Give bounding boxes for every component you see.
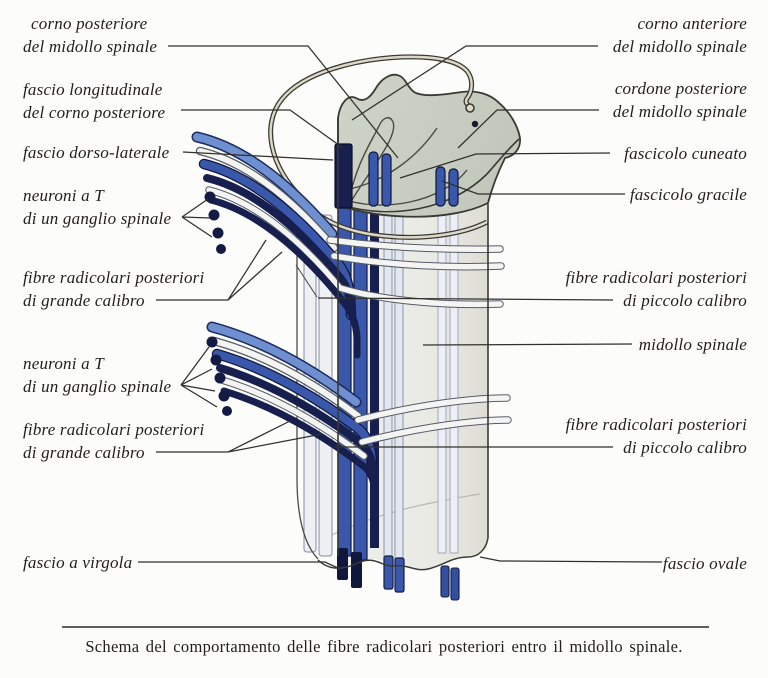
label-neuroni-a-t-2: neuroni a T di un ganglio spinale xyxy=(23,354,172,396)
label-fibre-grande-calibro-1: fibre radicolari posteriori di grande ca… xyxy=(23,268,205,310)
label-corno-posteriore: corno posteriore del midollo spinale xyxy=(23,14,158,56)
label-corno-anteriore: corno anteriore del midollo spinale xyxy=(612,14,747,56)
leader-grande-2 xyxy=(156,420,323,453)
label-neuroni-a-t-1: neuroni a T di un ganglio spinale xyxy=(23,186,172,228)
leader-midollo-spinale xyxy=(422,343,633,346)
label-fascio-dorso-laterale: fascio dorso-laterale xyxy=(23,143,170,162)
leader-fascicolo-cuneato xyxy=(399,152,611,179)
leader-corno-posteriore xyxy=(168,45,399,159)
cord-outline xyxy=(317,118,489,571)
label-fascio-ovale: fascio ovale xyxy=(662,554,747,573)
figure-caption: Schema del comportamento delle fibre rad… xyxy=(85,637,683,656)
leader-neuroni-1 xyxy=(181,198,213,238)
label-fascicolo-gracile: fascicolo gracile xyxy=(629,185,747,204)
label-fascio-longitudinale: fascio longitudinale del corno posterior… xyxy=(23,80,166,122)
label-cordone-posteriore: cordone posteriore del midollo spinale xyxy=(612,79,747,121)
label-fibre-piccolo-calibro-1: fibre radicolari posteriori di piccolo c… xyxy=(565,268,747,310)
fascio-a-virgola-stub xyxy=(337,548,348,580)
label-fibre-grande-calibro-2: fibre radicolari posteriori di grande ca… xyxy=(23,420,205,462)
leader-corno-anteriore xyxy=(351,45,598,121)
leader-lines xyxy=(138,45,663,570)
fiber-bundle-lower xyxy=(206,321,512,496)
label-fascio-a-virgola: fascio a virgola xyxy=(23,553,133,572)
dorsolateral-sulcus-line xyxy=(295,200,319,560)
leader-neuroni-2 xyxy=(180,346,218,408)
small-caliber-fibers-upper xyxy=(327,237,503,252)
leader-fascio-longitudinale xyxy=(181,109,344,149)
leader-fascicolo-gracile xyxy=(441,180,625,195)
label-fibre-piccolo-calibro-2: fibre radicolari posteriori di piccolo c… xyxy=(565,415,747,457)
leader-fascio-dorso-laterale xyxy=(182,151,334,161)
fascio-dorso-laterale-bar xyxy=(334,143,353,209)
leader-piccolo-1 xyxy=(317,297,614,301)
leader-grande-1 xyxy=(156,239,283,301)
leader-fascio-a-virgola xyxy=(138,561,341,570)
leader-cordone-posteriore xyxy=(457,109,599,149)
leader-fascio-ovale xyxy=(479,556,663,563)
top-fiber-bars xyxy=(334,143,459,209)
small-caliber-fibers-lower xyxy=(355,395,510,423)
label-midollo-spinale: midollo spinale xyxy=(638,335,747,354)
nerve-loop xyxy=(268,54,489,240)
ganglion-neurons-lower xyxy=(206,336,232,416)
fiber-bundle-upper xyxy=(191,131,505,359)
cord-top-surface xyxy=(337,73,521,218)
label-fascicolo-cuneato: fascicolo cuneato xyxy=(624,144,747,163)
fascio-ovale-stub xyxy=(440,565,450,598)
